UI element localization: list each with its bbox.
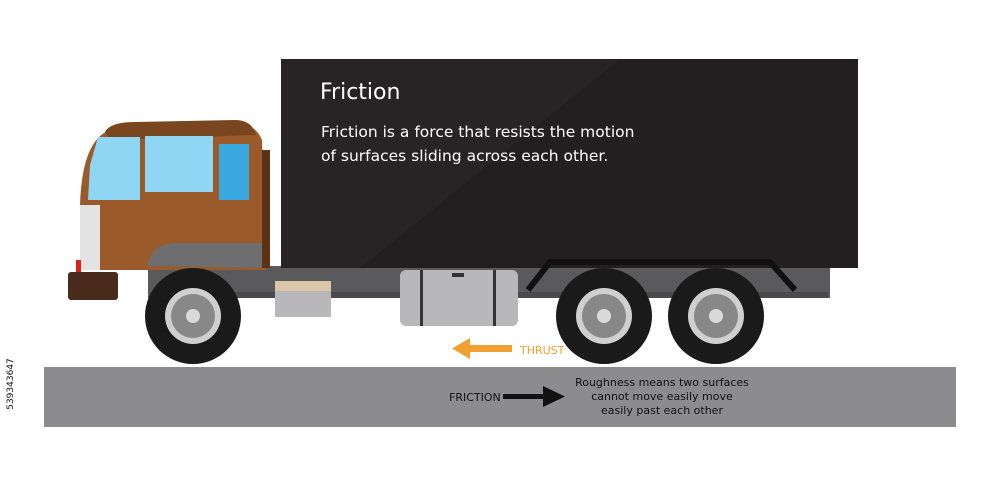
windshield: [88, 137, 140, 200]
fuel-tank-cap: [452, 273, 464, 277]
rear-wheel-1: [556, 268, 652, 364]
headlight: [76, 260, 81, 272]
rear-mudguard: [525, 259, 798, 292]
toolbox-lid: [275, 281, 331, 291]
front-bumper: [68, 272, 118, 300]
thrust-arrow: [452, 338, 512, 359]
fuel-tank-strap-1: [420, 270, 423, 326]
info-title: Friction: [320, 80, 401, 105]
roughness-note: Roughness means two surfaces cannot move…: [575, 376, 749, 417]
thrust-label: THRUST: [520, 344, 565, 357]
friction-label: FRICTION: [449, 391, 501, 404]
fuel-tank-strap-2: [493, 270, 496, 326]
cab-back-post: [262, 150, 270, 268]
front-wheel: [145, 268, 241, 364]
rear-wheel-2: [668, 268, 764, 364]
cargo-box-sheen: [281, 59, 620, 268]
cab-roof: [105, 120, 256, 140]
cab-front-panel: [80, 205, 100, 270]
side-window: [145, 136, 213, 192]
info-description: Friction is a force that resists the mot…: [321, 123, 635, 165]
door-window: [219, 144, 249, 200]
side-stock-id: 539343647: [6, 358, 16, 410]
ground-surface: [44, 367, 956, 427]
fuel-tank: [400, 270, 518, 326]
friction-arrow: [503, 386, 565, 407]
cab-fender: [148, 243, 262, 268]
